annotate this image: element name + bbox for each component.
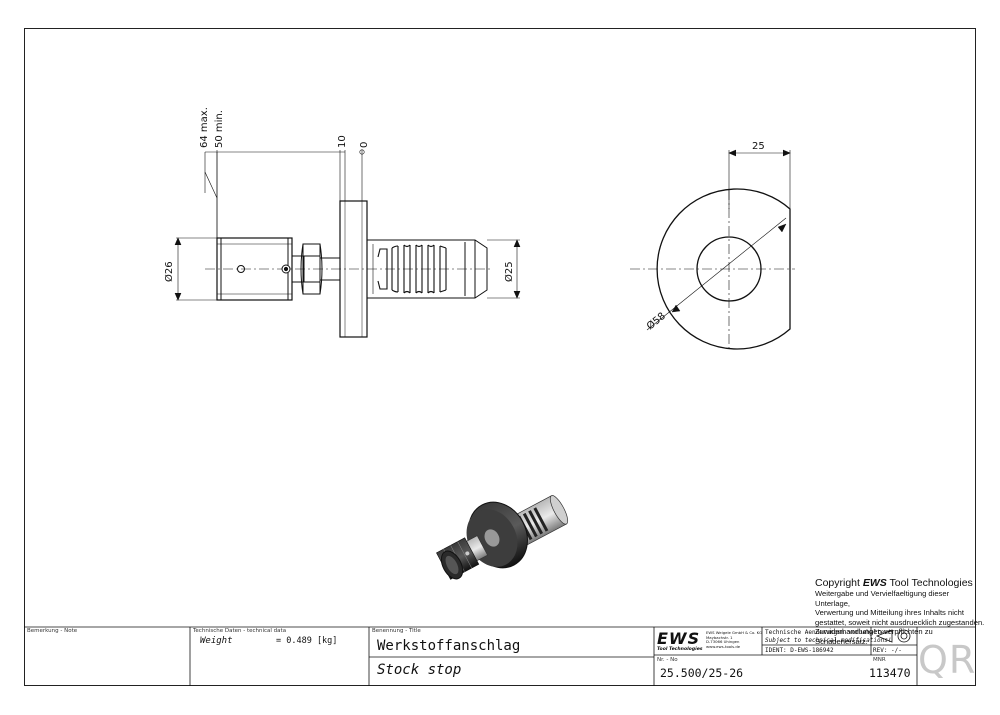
revision: REV: -/- — [873, 647, 902, 654]
mnr-label: MNR — [873, 657, 886, 663]
dim-dia-26: Ø26 — [163, 261, 175, 282]
dim-10: 10 — [337, 135, 348, 148]
front-view — [630, 149, 795, 350]
ews-logo: EWS — [657, 629, 701, 648]
side-view-dimensions — [174, 149, 521, 301]
number-label: Nr. - No — [657, 657, 678, 663]
weight-value: = 0.489 [kg] — [276, 636, 338, 646]
dim-25-front: 25 — [752, 141, 765, 152]
technical-changes-en: Subject to technical modifications! — [765, 637, 892, 644]
tech-data-label: Technische Daten - technical data — [193, 628, 287, 634]
dim-50-min: 50 min. — [214, 110, 225, 148]
side-view — [205, 200, 490, 338]
title-block-grid — [24, 626, 976, 686]
mnr-number: 113470 — [869, 666, 911, 680]
note-label: Bemerkung - Note — [27, 628, 78, 634]
copyright-line: gestattet, soweit nicht ausdruecklich zu… — [815, 617, 985, 627]
iso-view — [436, 495, 569, 580]
dim-0: 0 — [359, 142, 370, 148]
copyright-notice: Copyright EWS Tool Technologies Weiterga… — [815, 577, 985, 646]
title-label: Benennung - Title — [372, 628, 421, 634]
technical-changes-de: Technische Aenderungen vorbehalten! — [765, 629, 892, 636]
copyright-heading: Copyright EWS Tool Technologies — [815, 577, 973, 589]
copyright-line: Weitergabe und Vervielfaeltigung dieser … — [815, 589, 950, 608]
copyright-line: Zuwiderhandlungen verpflichten zu Schade… — [815, 627, 933, 646]
drawing-number: 25.500/25-26 — [660, 666, 744, 680]
dim-dia-25: Ø25 — [503, 261, 515, 282]
qr-placeholder: QR — [918, 638, 977, 682]
ews-logo-subtitle: Tool Technologies — [657, 647, 703, 652]
drawing-frame — [24, 28, 976, 686]
weight-label: Weight — [200, 636, 233, 646]
dim-64-max: 64 max. — [199, 107, 210, 148]
title-english: Stock stop — [377, 662, 462, 678]
ident-number: IDENT: D-EWS-186942 — [765, 647, 834, 654]
copyright-line: Verwertung und Mitteilung ihres Inhalts … — [815, 608, 965, 617]
title-german: Werkstoffanschlag — [377, 638, 521, 654]
company-address: EWS Weigele GmbH & Co. KG Maybachstr. 1 … — [706, 630, 763, 649]
